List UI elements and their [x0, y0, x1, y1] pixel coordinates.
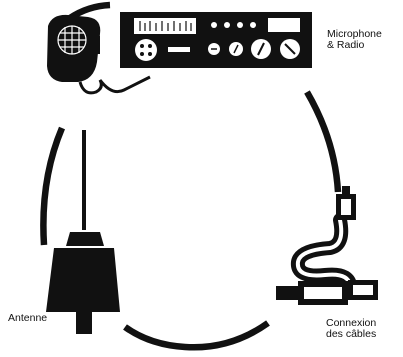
cables-icon — [276, 186, 378, 305]
antenna-icon — [46, 130, 120, 334]
arc-cables-to-antenna — [125, 323, 268, 347]
microphone-cord — [80, 77, 150, 93]
arc-antenna-to-mic — [43, 128, 62, 245]
cables-label-line2: des câbles — [326, 328, 376, 340]
radio-icon — [120, 12, 312, 68]
arc-radio-to-cables — [307, 92, 338, 192]
microphone-radio-label-line2: & Radio — [327, 39, 364, 51]
antenna-label: Antenne — [8, 313, 47, 324]
microphone-radio-label: Microphone& Radio — [327, 29, 382, 51]
